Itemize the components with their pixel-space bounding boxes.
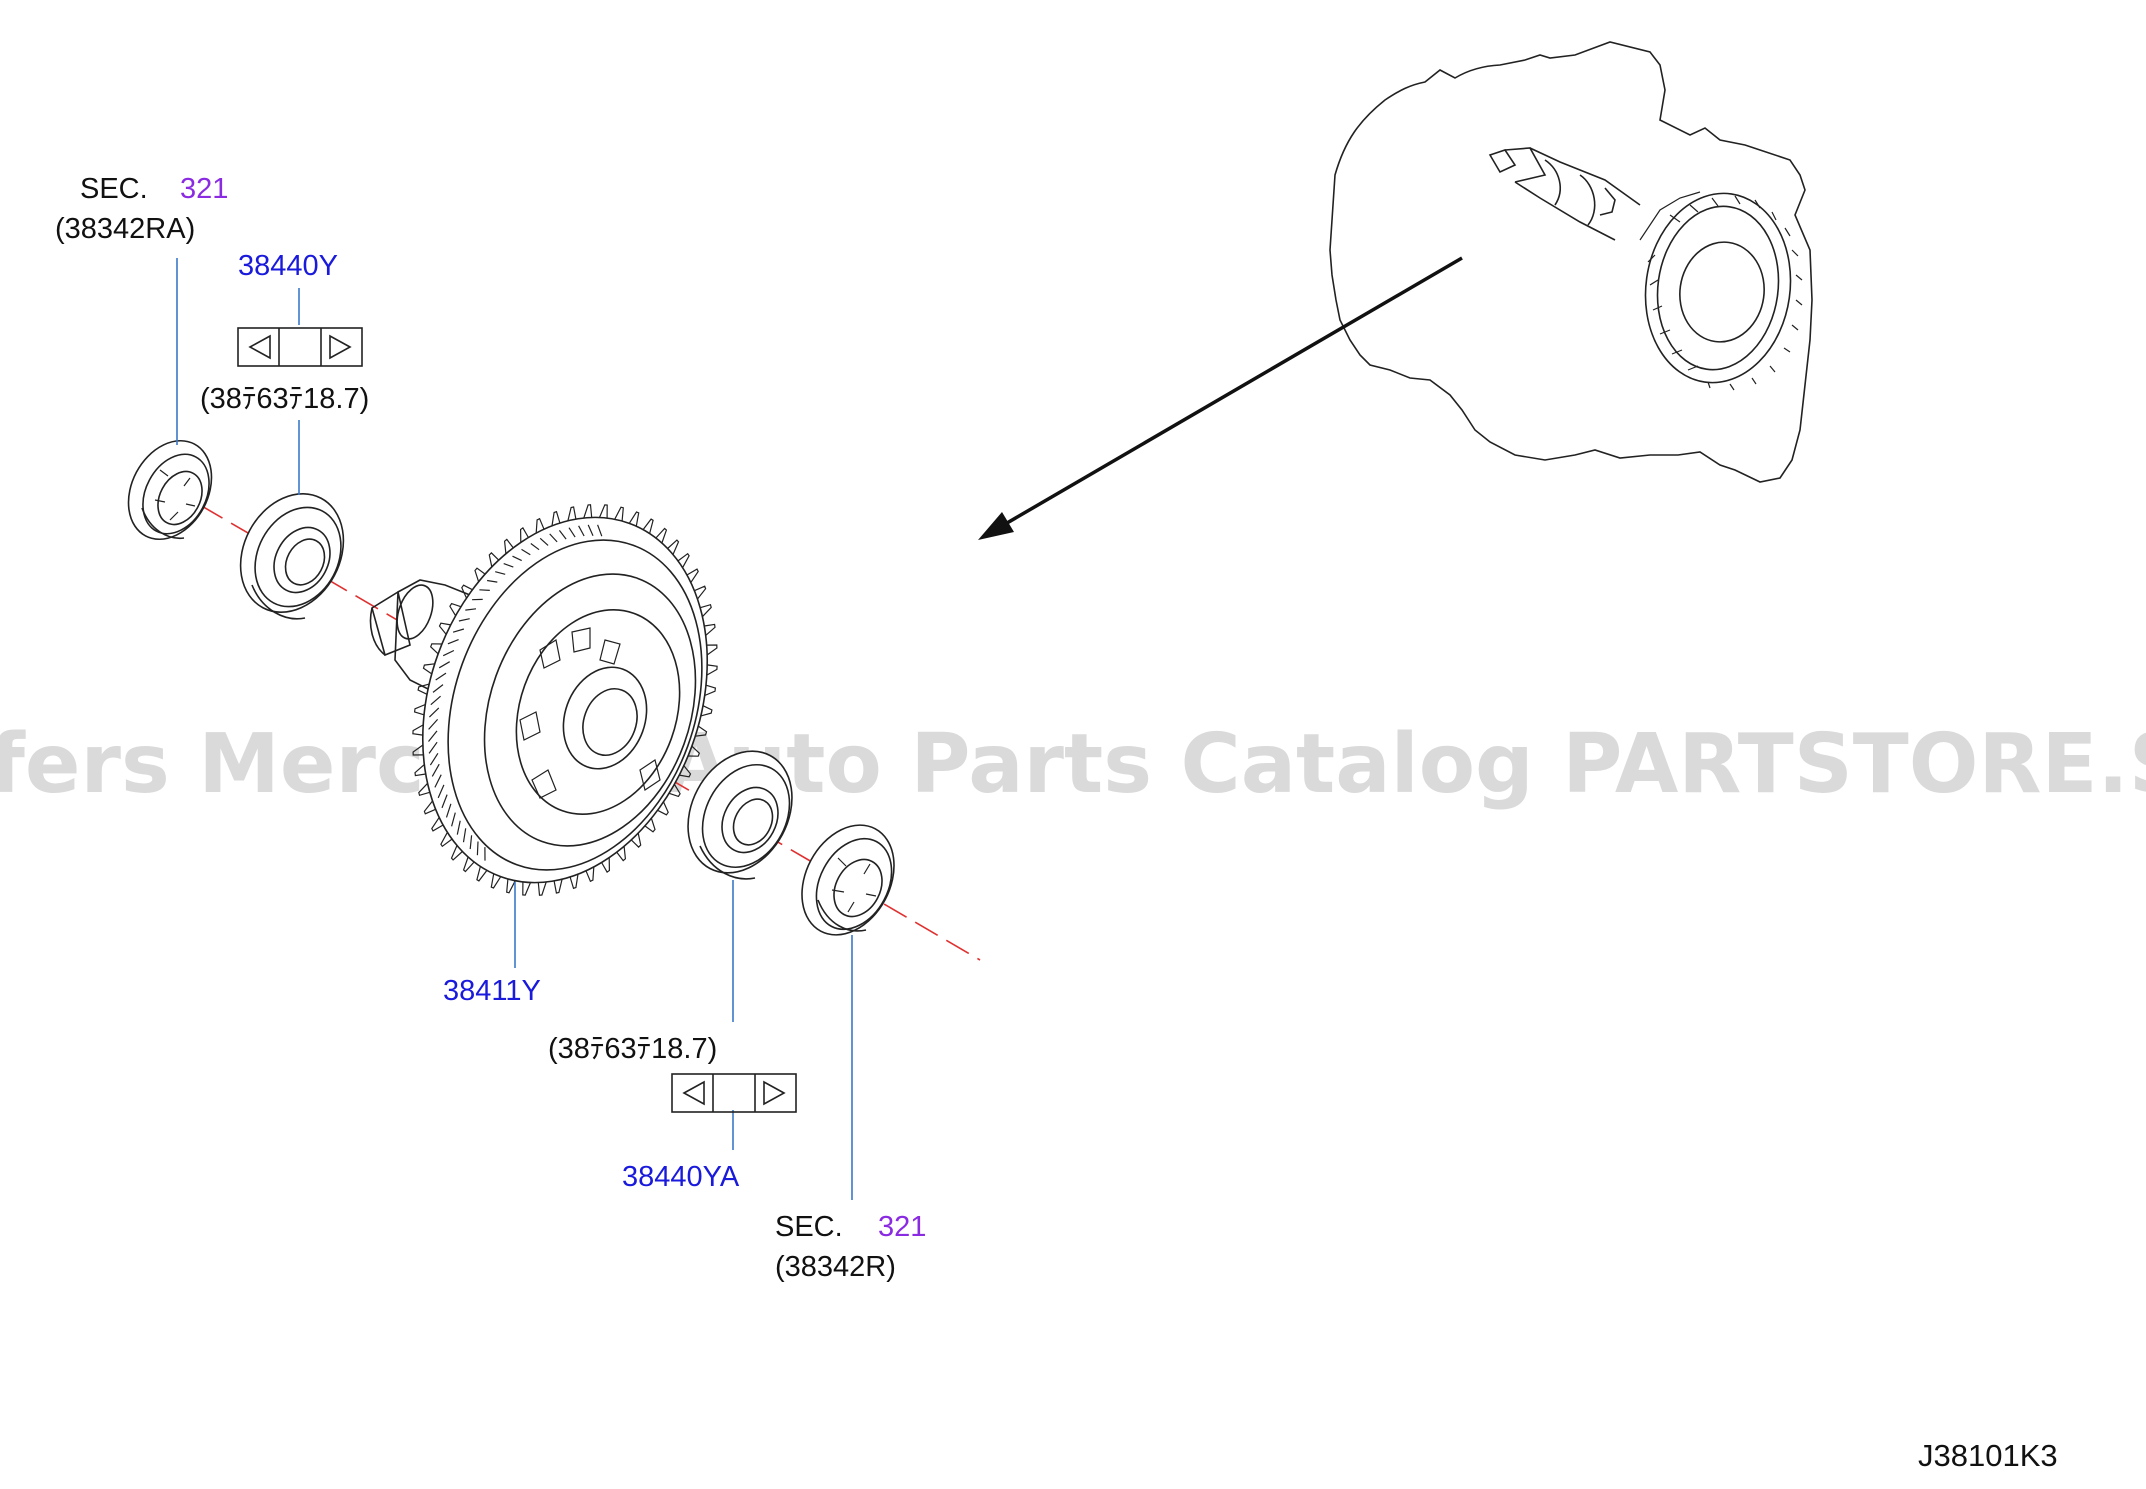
differential-case-gear xyxy=(369,504,718,896)
watermark-text: Offers Merchant Auto Parts Catalog PARTS… xyxy=(0,717,2146,812)
side-oil-seal-left xyxy=(127,439,213,541)
gear-teeth xyxy=(412,504,718,896)
sec-ref-bottom: (38342R) xyxy=(775,1251,896,1283)
input-shaft xyxy=(1488,147,1641,241)
gear-tooth-outline xyxy=(412,504,718,896)
shaft-gear xyxy=(1639,191,1803,391)
transmission-housing-inset xyxy=(1329,41,1813,483)
gear-helix-lines xyxy=(428,524,603,861)
housing-outline xyxy=(1329,41,1813,483)
bearing-left xyxy=(239,493,345,620)
diagram-id: J38101K3 xyxy=(1918,1438,2058,1473)
shim-selector-box-top xyxy=(237,327,363,367)
sec-ref-top: (38342RA) xyxy=(55,213,195,245)
shim-size-top: (38ﾃ63ﾃ18.7) xyxy=(200,383,369,415)
part-38440y[interactable]: 38440Y xyxy=(238,250,338,282)
shim-size-bottom: (38ﾃ63ﾃ18.7) xyxy=(548,1033,717,1065)
part-38411y[interactable]: 38411Y xyxy=(443,975,541,1007)
part-38440ya[interactable]: 38440YA xyxy=(622,1161,740,1193)
pointer-arrow xyxy=(978,256,1463,540)
bearing-right xyxy=(687,750,793,880)
side-oil-seal-right xyxy=(801,824,895,936)
shim-selector-box-bottom xyxy=(671,1073,797,1113)
sec-number-bottom[interactable]: 321 xyxy=(878,1211,926,1243)
sec-number-top[interactable]: 321 xyxy=(180,173,228,205)
sec-prefix-bottom: SEC. xyxy=(775,1211,843,1243)
sec-prefix-top: SEC. xyxy=(80,173,148,205)
